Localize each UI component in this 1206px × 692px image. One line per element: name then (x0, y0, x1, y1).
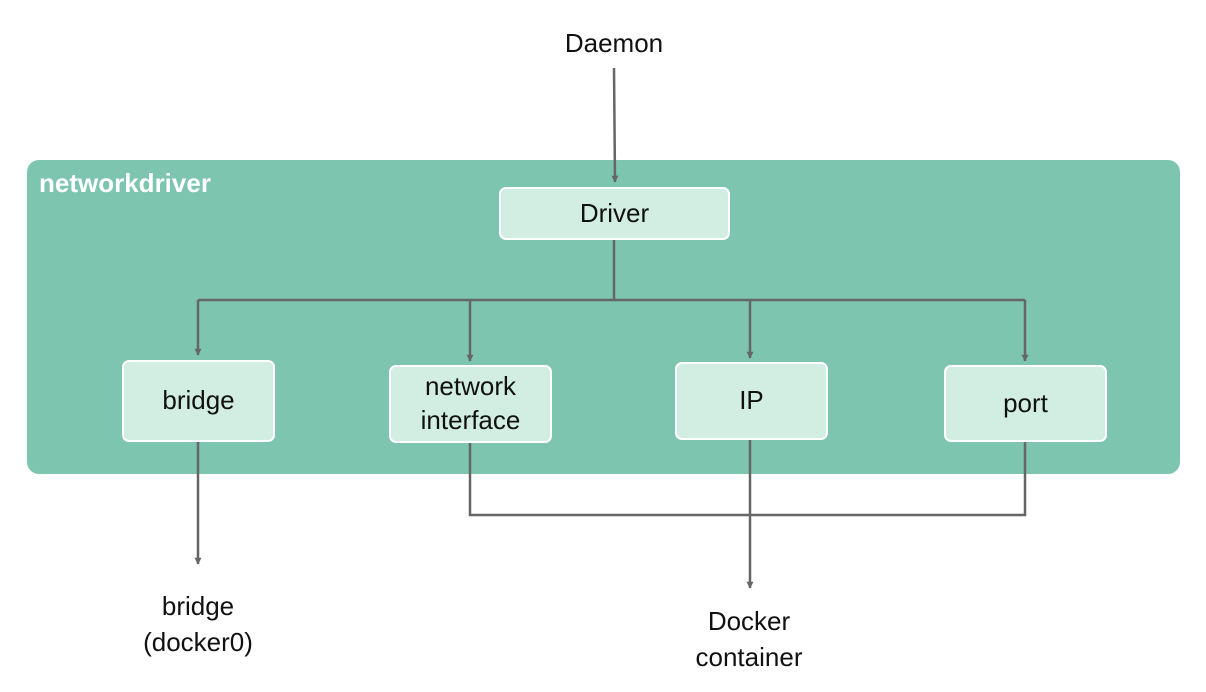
group-title: networkdriver (39, 168, 211, 198)
driver-node[interactable]: Driver (499, 187, 730, 240)
network-interface-node[interactable]: network interface (389, 365, 552, 443)
docker-container-label: Docker container (695, 606, 803, 673)
port-node[interactable]: port (944, 365, 1107, 442)
bridge-node[interactable]: bridge (122, 360, 275, 442)
daemon-label: Daemon (564, 28, 664, 58)
edge-daemon-to-driver (611, 67, 619, 183)
ip-node[interactable]: IP (675, 362, 828, 440)
edge-merge-bus (468, 441, 1027, 517)
bridge-docker0-label: bridge (docker0) (143, 591, 253, 658)
